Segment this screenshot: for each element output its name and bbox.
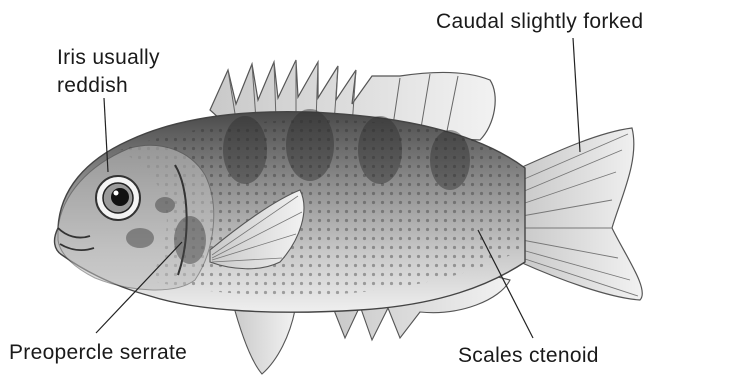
iris-label-line2: reddish xyxy=(57,72,160,100)
caudal-label: Caudal slightly forked xyxy=(436,8,643,36)
fish-illustration xyxy=(55,60,643,374)
leader-caudal xyxy=(573,38,580,152)
scales-label: Scales ctenoid xyxy=(458,342,599,370)
eye-icon xyxy=(96,176,140,220)
caudal-fin xyxy=(520,128,642,300)
iris-label-line1: Iris usually xyxy=(57,44,160,72)
iris-label: Iris usually reddish xyxy=(57,44,160,100)
preopercle-label: Preopercle serrate xyxy=(9,339,187,367)
